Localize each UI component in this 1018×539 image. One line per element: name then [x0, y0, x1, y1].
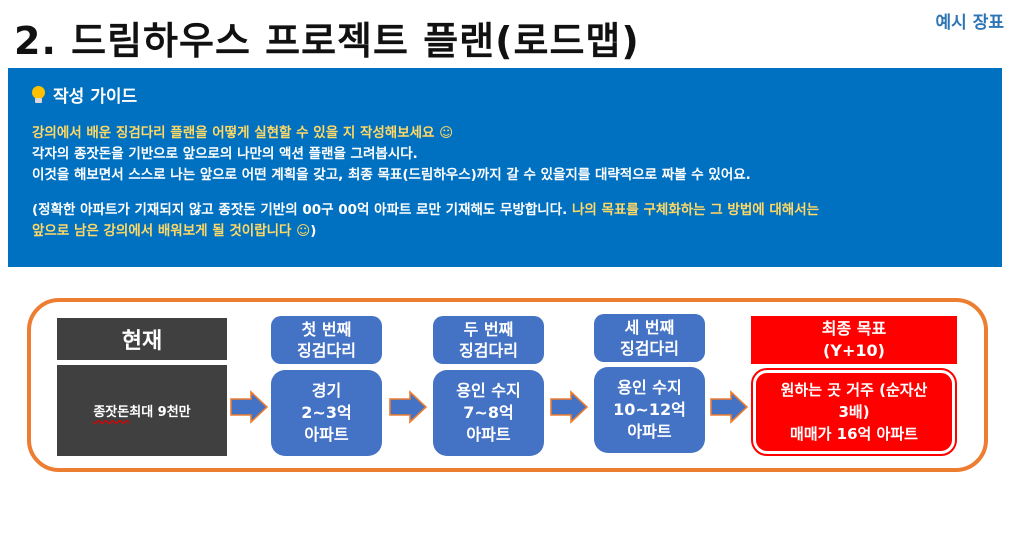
final-body-line2: 3배) — [838, 403, 870, 421]
step3-head: 세 번째 징검다리 — [594, 314, 705, 362]
step1-body: 경기 2~3억 아파트 — [271, 370, 382, 456]
step3-body-line2: 10~12억 — [613, 400, 686, 419]
step1-body-line1: 경기 — [311, 381, 342, 400]
guide-line-3: 이것을 해보면서 스스로 나는 앞으로 어떤 계획을 갖고, 최종 목표(드림하… — [32, 167, 751, 183]
right-arrow-icon — [230, 390, 268, 424]
guide-line-5-yellow: 앞으로 남은 강의에서 배워보게 될 것이랍니다 ☺ — [32, 223, 311, 239]
current-body: 종잣돈 최대 9천만 — [57, 365, 227, 456]
step3-head-line1: 세 번째 — [624, 318, 675, 337]
step1-body-line3: 아파트 — [304, 425, 349, 444]
step3-body-line1: 용인 수지 — [617, 378, 682, 397]
step1-head-line1: 첫 번째 — [301, 320, 352, 339]
guide-line-4: (정확한 아파트가 기재되지 않고 종잣돈 기반의 00구 00억 아파트 로만… — [32, 200, 978, 221]
guide-heading: 작성 가이드 — [53, 87, 138, 107]
step2-body-line2: 7~8억 — [463, 403, 514, 422]
page-title: 2. 드림하우스 프로젝트 플랜(로드맵) — [14, 19, 640, 63]
step2-body: 용인 수지 7~8억 아파트 — [433, 370, 544, 456]
roadmap-frame — [27, 298, 988, 472]
final-head-line1: 최종 목표 — [821, 319, 887, 338]
lightbulb-icon — [32, 85, 45, 104]
right-arrow-icon — [389, 390, 427, 424]
step2-body-line3: 아파트 — [466, 425, 511, 444]
guide-line-5-white: ) — [310, 223, 317, 239]
guide-line-1: 강의에서 배운 징검다리 플랜을 어떻게 실현할 수 있을 지 작성해보세요 ☺ — [32, 125, 454, 141]
final-head-line2: (Y+10) — [823, 341, 885, 360]
example-tag: 예시 장표 — [935, 13, 1004, 33]
step1-head: 첫 번째 징검다리 — [271, 316, 382, 364]
step3-head-line2: 징검다리 — [620, 339, 679, 358]
final-body-line1: 원하는 곳 거주 (순자산 — [780, 381, 928, 399]
current-body-underlined: 종잣돈 — [93, 405, 130, 420]
guide-line-4-yellow: 나의 목표를 구체화하는 그 방법에 대해서는 — [567, 202, 820, 218]
writing-guide-panel: 작성 가이드 강의에서 배운 징검다리 플랜을 어떻게 실현할 수 있을 지 작… — [8, 68, 1002, 267]
step1-head-line2: 징검다리 — [297, 341, 356, 360]
right-arrow-icon — [550, 390, 588, 424]
step3-body: 용인 수지 10~12억 아파트 — [594, 367, 705, 453]
guide-line-5: 앞으로 남은 강의에서 배워보게 될 것이랍니다 ☺) — [32, 221, 978, 242]
current-head: 현재 — [57, 318, 227, 360]
step2-head-line1: 두 번째 — [463, 320, 514, 339]
step3-body-line3: 아파트 — [627, 422, 672, 441]
guide-header: 작성 가이드 — [32, 82, 978, 107]
right-arrow-icon — [710, 390, 748, 424]
step2-body-line1: 용인 수지 — [456, 381, 521, 400]
guide-line-4-white: (정확한 아파트가 기재되지 않고 종잣돈 기반의 00구 00억 아파트 로만… — [32, 202, 568, 218]
final-head: 최종 목표 (Y+10) — [751, 316, 957, 364]
step2-head: 두 번째 징검다리 — [433, 316, 544, 364]
step2-head-line2: 징검다리 — [459, 341, 518, 360]
guide-line-2: 각자의 종잣돈을 기반으로 앞으로의 나만의 액션 플랜을 그려봅시다. — [32, 146, 418, 162]
current-body-rest: 최대 9천만 — [129, 405, 191, 420]
final-body: 원하는 곳 거주 (순자산 3배) 매매가 16억 아파트 — [751, 368, 957, 456]
step1-body-line2: 2~3억 — [301, 403, 352, 422]
final-body-line3: 매매가 16억 아파트 — [790, 425, 918, 443]
